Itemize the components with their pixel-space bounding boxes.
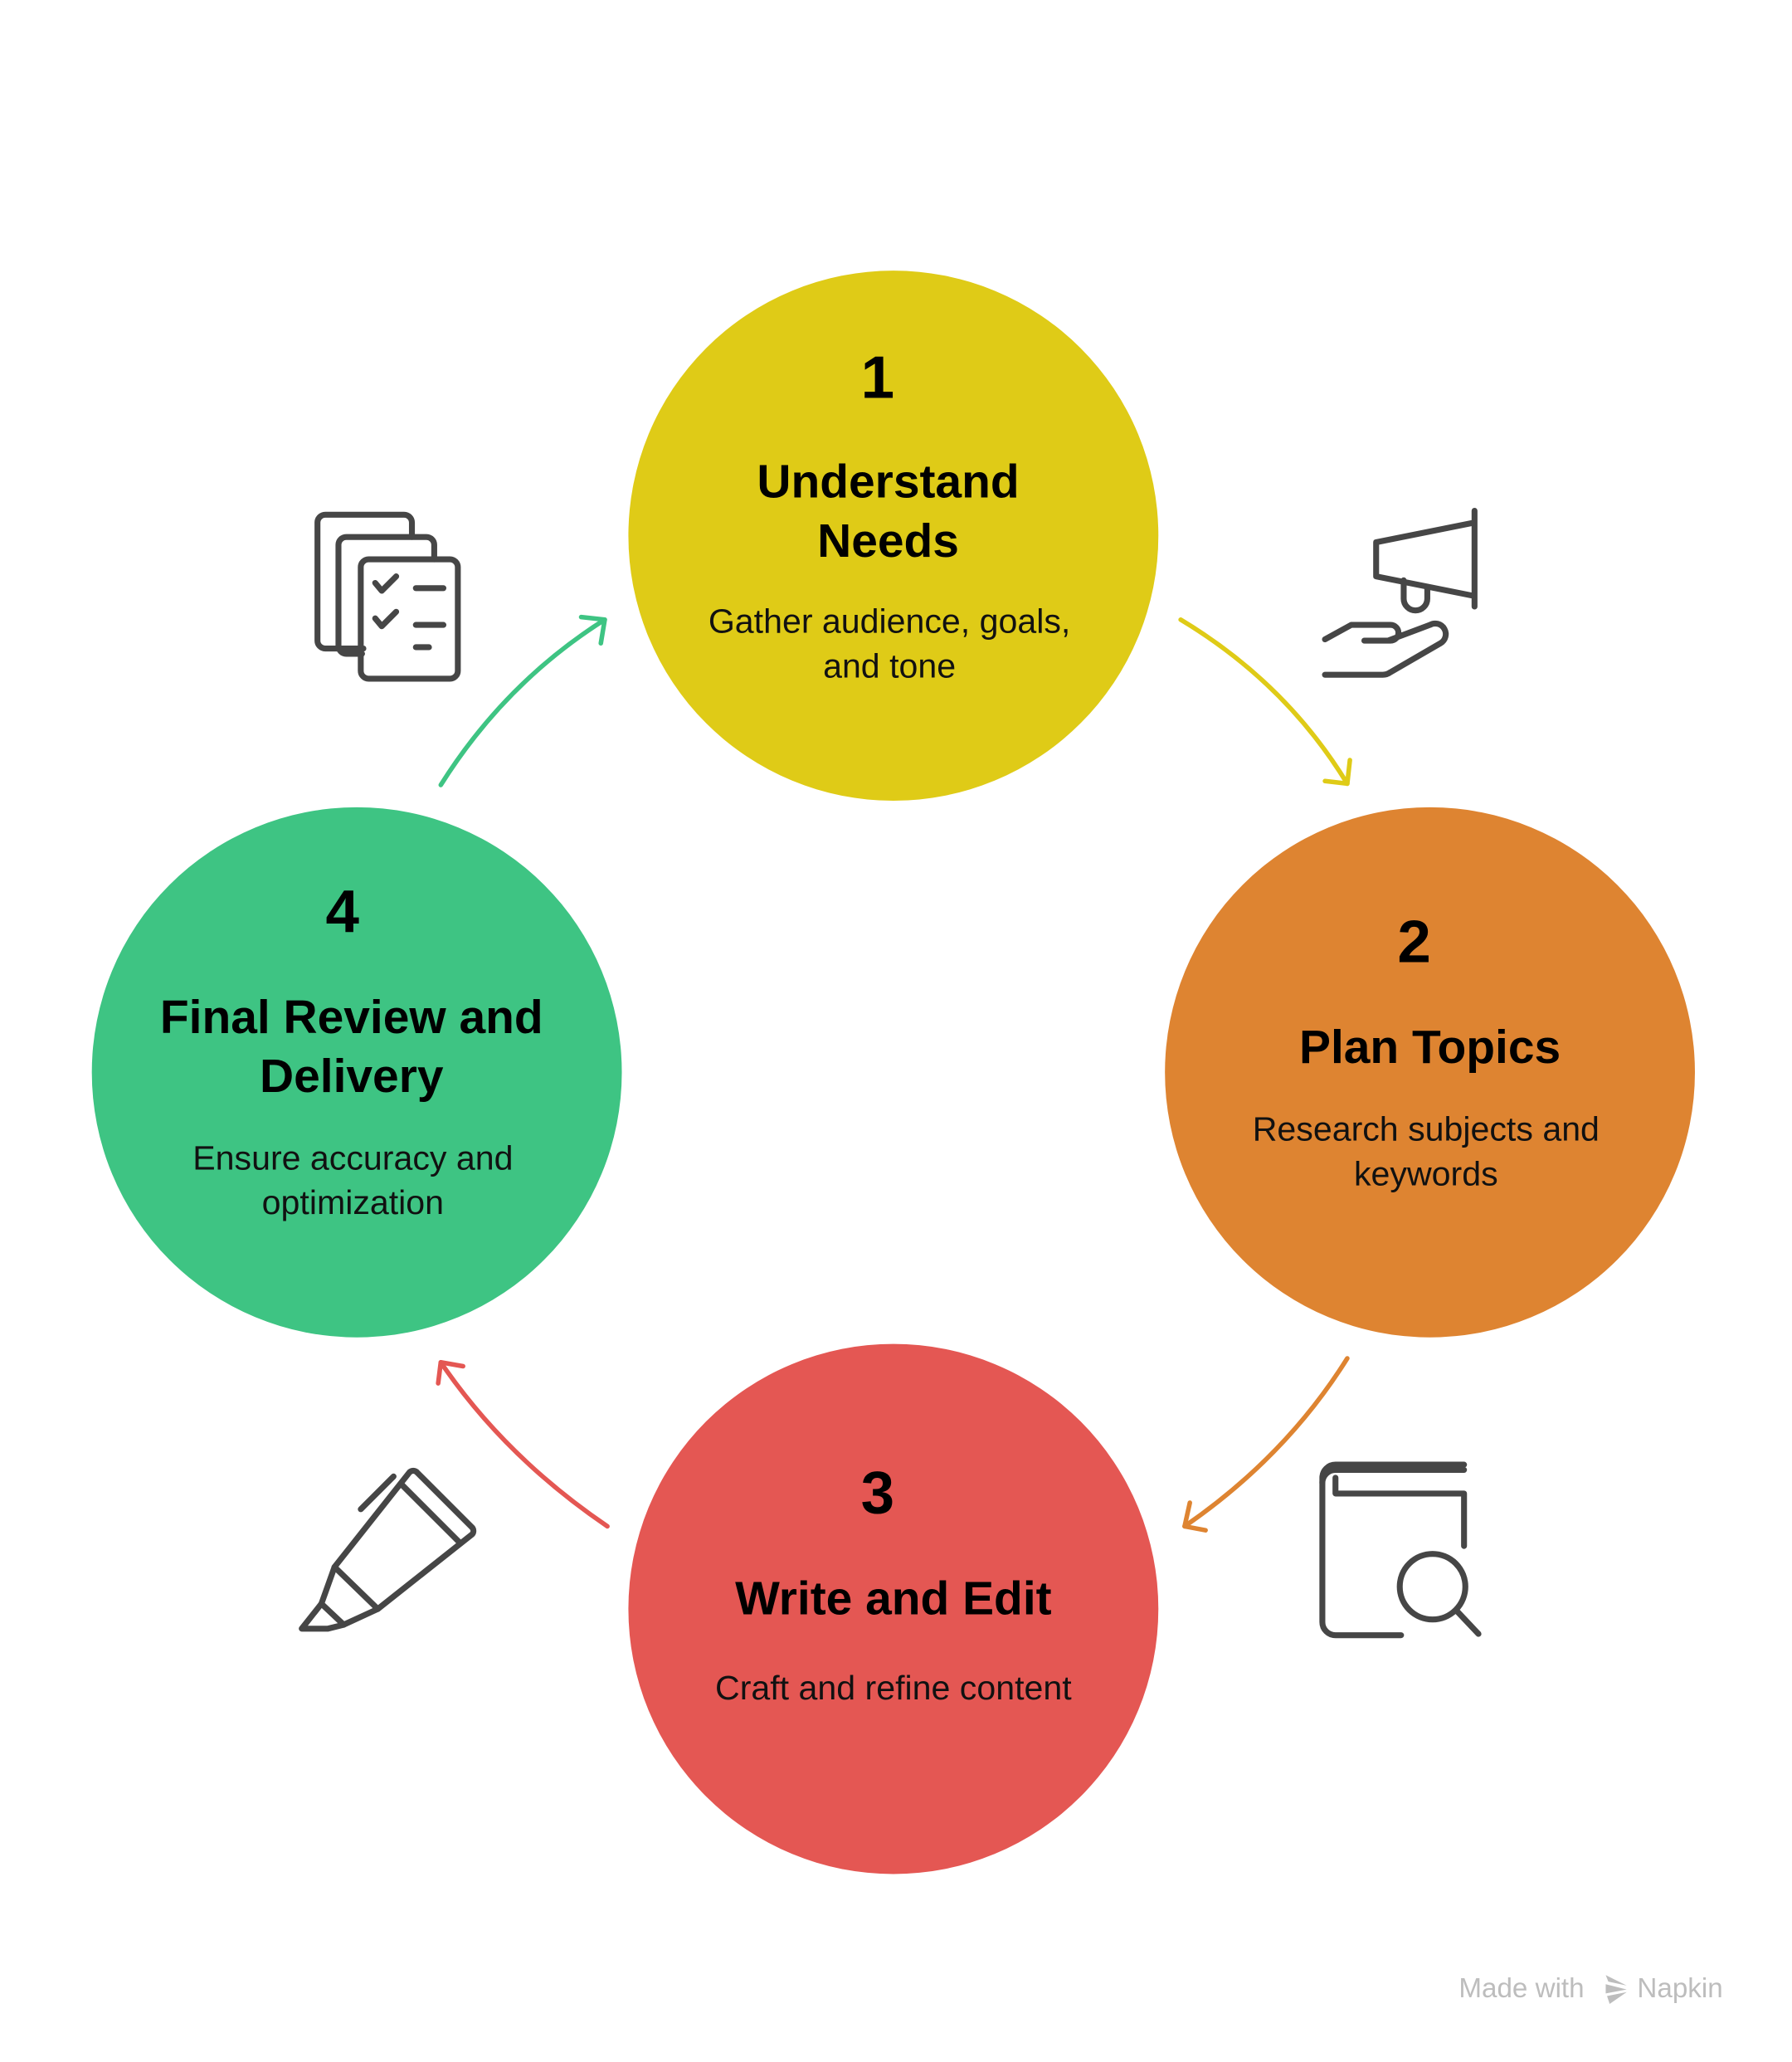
step-3: 3 Write and Edit Craft and refine conten…: [628, 1343, 1159, 1874]
arrow-1-to-2: [1178, 617, 1352, 787]
napkin-watermark: Made with Napkin: [1458, 1973, 1722, 2004]
step-3-circle: [628, 1343, 1159, 1874]
step-3-description: Craft and refine content: [715, 1669, 1072, 1707]
step-2-title: Plan Topics: [1299, 1021, 1561, 1074]
step-1-description-line-2: and tone: [823, 646, 956, 685]
arrow-3-to-4: [436, 1360, 610, 1529]
step-1-title-line-2: Needs: [817, 514, 959, 568]
step-4-title-line-2: Delivery: [260, 1050, 444, 1103]
step-2-number: 2: [1397, 908, 1430, 975]
watermark-brand: Napkin: [1637, 1973, 1722, 2004]
step-4-number: 4: [325, 878, 359, 945]
step-4-circle: [91, 807, 622, 1338]
arrow-2-to-3: [1182, 1356, 1350, 1533]
step-4: 4 Final Review and Delivery Ensure accur…: [91, 807, 622, 1338]
highlighter-pen-icon: [299, 1467, 477, 1632]
step-1: 1 Understand Needs Gather audience, goal…: [628, 271, 1159, 801]
step-4-title-line-1: Final Review and: [160, 991, 543, 1044]
watermark-prefix: Made with: [1458, 1973, 1584, 2004]
step-3-title: Write and Edit: [735, 1572, 1052, 1625]
megaphone-hand-icon: [1322, 507, 1478, 678]
book-search-icon: [1319, 1461, 1482, 1639]
napkin-logo-icon: [1605, 1975, 1627, 2005]
step-1-number: 1: [861, 344, 894, 412]
step-4-description-line-2: optimization: [262, 1183, 444, 1221]
step-1-title-line-1: Understand: [757, 456, 1019, 509]
step-1-circle: [628, 271, 1159, 801]
step-4-description-line-1: Ensure accuracy and: [192, 1138, 513, 1177]
step-2: 2 Plan Topics Research subjects and keyw…: [1165, 807, 1695, 1338]
step-2-circle: [1165, 807, 1695, 1338]
arrow-4-to-1: [438, 614, 607, 787]
step-2-description-line-1: Research subjects and: [1253, 1110, 1600, 1148]
step-3-number: 3: [861, 1460, 894, 1527]
checklist-documents-icon: [314, 511, 461, 682]
step-1-description-line-1: Gather audience, goals,: [709, 602, 1071, 641]
step-2-description-line-2: keywords: [1354, 1154, 1498, 1192]
